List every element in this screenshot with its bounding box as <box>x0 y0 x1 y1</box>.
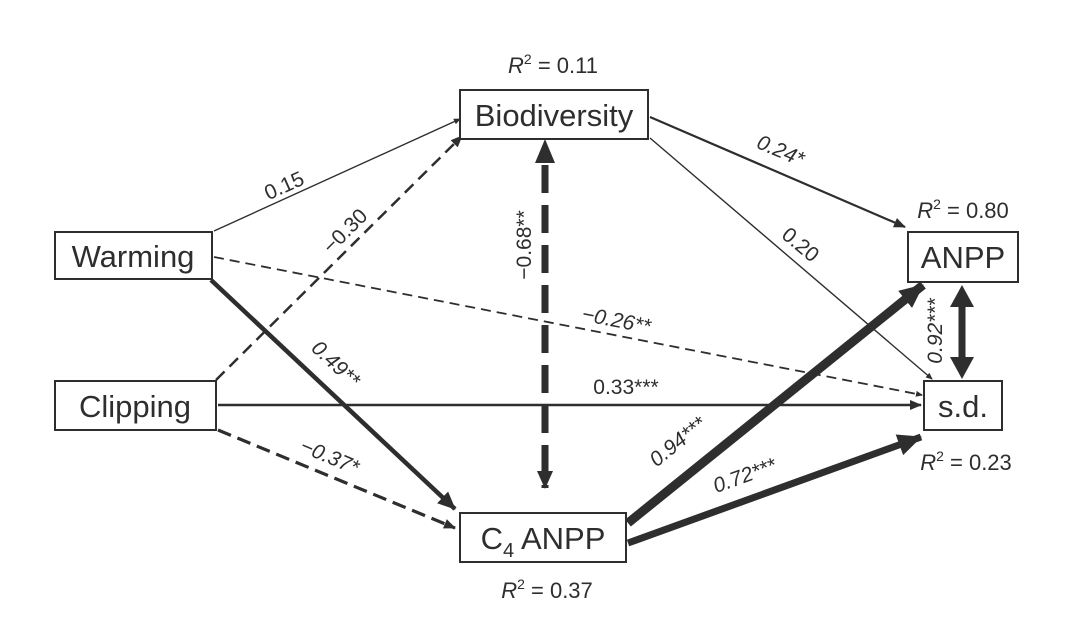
arrow-clipping-biodiversity <box>215 135 463 381</box>
coef-biodiversity-sd: 0.20 <box>777 223 823 267</box>
node-sd: s.d. <box>923 380 1003 431</box>
arrow-clipping-c4anpp <box>217 428 456 530</box>
coef-warming-c4anpp: 0.49** <box>307 336 365 392</box>
node-clipping-label: Clipping <box>79 389 191 424</box>
node-biodiversity: Biodiversity <box>459 89 649 140</box>
r2-sd: R2 = 0.23 <box>920 448 1012 475</box>
arrow-head-biodiversity-up <box>535 139 555 163</box>
node-anpp: ANPP <box>907 231 1019 283</box>
coef-anpp-sd: 0.92*** <box>924 297 947 363</box>
node-biodiversity-label: Biodiversity <box>475 98 634 133</box>
coef-clipping-sd: 0.33*** <box>593 376 658 399</box>
arrow-biodiversity-anpp <box>649 115 906 229</box>
node-c4-anpp: C4 ANPP <box>459 512 627 563</box>
coef-clipping-c4anpp: −0.37* <box>297 434 363 479</box>
node-warming: Warming <box>54 231 213 280</box>
r2-anpp: R2 = 0.80 <box>917 196 1009 223</box>
arrow-head-sd-down <box>950 357 974 379</box>
node-clipping: Clipping <box>54 380 217 431</box>
r2-biodiversity: R2 = 0.11 <box>508 51 598 78</box>
coef-warming-sd: −0.26** <box>580 303 653 339</box>
node-sd-label: s.d. <box>938 389 988 424</box>
arrow-warming-c4anpp <box>209 278 457 511</box>
arrow-warming-sd <box>213 256 923 397</box>
r2-c4-anpp: R2 = 0.37 <box>501 576 593 603</box>
arrow-warming-biodiversity <box>213 118 461 232</box>
arrow-biodiversity-sd <box>649 137 933 380</box>
arrow-c4anpp-sd <box>626 433 923 547</box>
node-warming-label: Warming <box>72 239 195 274</box>
coef-biodiversity-c4anpp: −0.68** <box>513 210 536 279</box>
arrow-head-anpp-up <box>950 285 974 307</box>
node-c4-anpp-label: C4 ANPP <box>481 521 606 562</box>
arrow-c4anpp-anpp <box>625 281 926 527</box>
node-anpp-label: ANPP <box>921 240 1005 275</box>
